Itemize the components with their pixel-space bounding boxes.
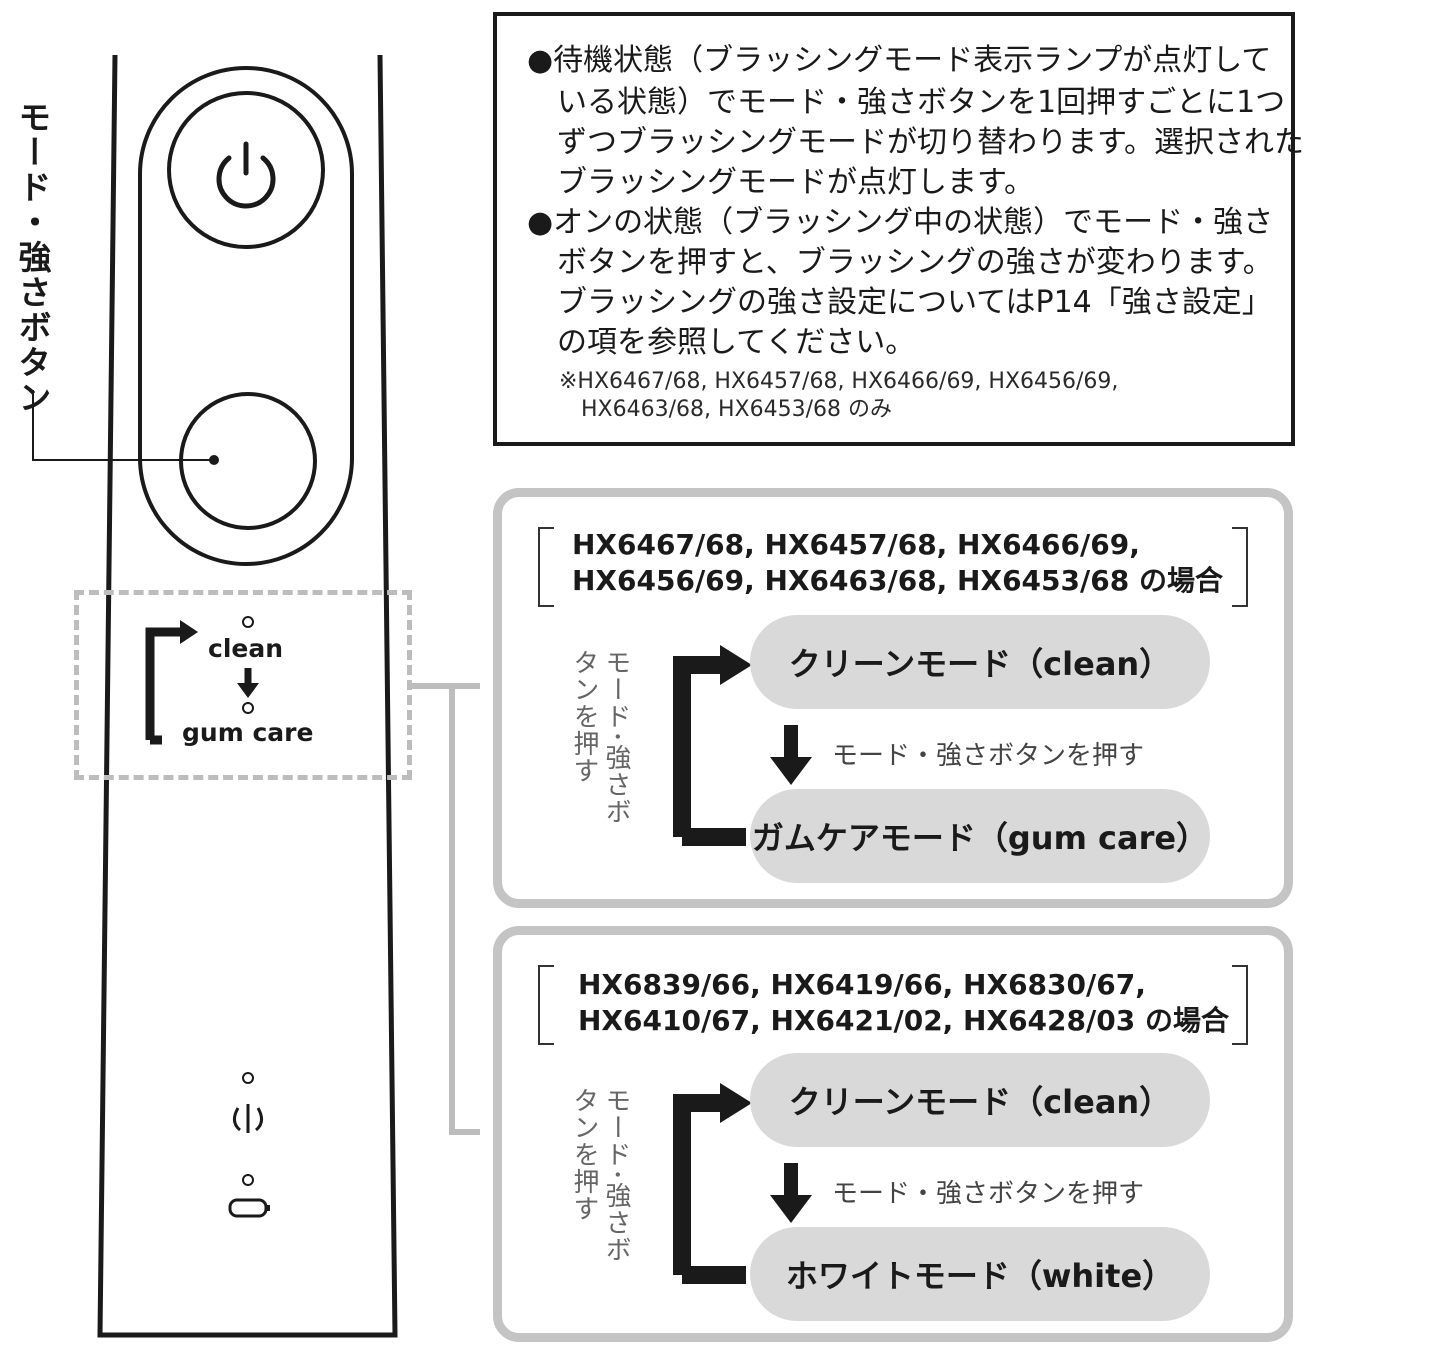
mode-cycle-arrow — [673, 645, 752, 846]
press-mode-button-text: モード・強さボタンを押す — [832, 741, 1145, 771]
info-line: いる状態）でモード・強さボタンを1回押すごとに1つ — [527, 85, 1286, 120]
mode-indicator-area — [74, 590, 412, 780]
gum-care-mode-indicator: gum care — [182, 718, 314, 747]
down-arrow-icon — [770, 725, 812, 785]
model-note: ※HX6467/68, HX6457/68, HX6466/69, HX6456… — [559, 369, 1119, 394]
info-line: ずつブラッシングモードが切り替わります。選択された — [527, 125, 1304, 160]
model-note: HX6463/68, HX6453/68 のみ — [581, 397, 892, 422]
press-button-vertical-label: モード･強さボタンを押す — [569, 649, 631, 826]
model-list-line2: HX6410/67, HX6421/02, HX6428/03 の場合 — [578, 1004, 1229, 1037]
power-icon[interactable] — [216, 141, 276, 209]
info-line: ブラッシングモードが点灯します。 — [527, 165, 1034, 200]
down-arrow-icon — [770, 1163, 812, 1223]
battery-icon — [228, 1198, 270, 1218]
model-list-line1: HX6467/68, HX6457/68, HX6466/69, — [572, 528, 1140, 561]
press-button-vertical-label: モード･強さボタンを押す — [569, 1087, 631, 1264]
mode-intensity-button-label: モード・強さボタン — [13, 100, 52, 415]
clean-mode-pill: クリーンモード（clean） — [750, 615, 1210, 709]
toothbrush-handle-illustration — [32, 54, 480, 1338]
info-line: ボタンを押すと、ブラッシングの強さが変わります。 — [527, 245, 1273, 280]
panel-gum-care-models: HX6467/68, HX6457/68, HX6466/69, HX6456/… — [493, 488, 1293, 908]
white-mode-pill: ホワイトモード（white） — [750, 1227, 1210, 1321]
panel-white-models: HX6839/66, HX6419/66, HX6830/67, HX6410/… — [493, 926, 1293, 1342]
info-line: ●待機状態（ブラッシングモード表示ランプが点灯して — [527, 43, 1272, 78]
gum-care-mode-pill: ガムケアモード（gum care） — [750, 789, 1210, 883]
model-list-line2: HX6456/69, HX6463/68, HX6453/68 の場合 — [572, 564, 1223, 597]
info-line: の項を参照してください。 — [527, 325, 916, 360]
info-line: ブラッシングの強さ設定についてはP14「強さ設定」 — [527, 285, 1272, 320]
brush-head-reminder-icon — [233, 1104, 263, 1133]
clean-mode-pill: クリーンモード（clean） — [750, 1053, 1210, 1147]
instruction-box: ●待機状態（ブラッシングモード表示ランプが点灯して いる状態）でモード・強さボタ… — [493, 12, 1304, 446]
mode-cycle-arrow — [673, 1083, 752, 1284]
info-line: ●オンの状態（ブラッシング中の状態）でモード・強さ — [527, 205, 1274, 240]
clean-mode-indicator: clean — [208, 634, 284, 663]
press-mode-button-text: モード・強さボタンを押す — [832, 1179, 1145, 1209]
model-list-line1: HX6839/66, HX6419/66, HX6830/67, — [578, 968, 1146, 1001]
